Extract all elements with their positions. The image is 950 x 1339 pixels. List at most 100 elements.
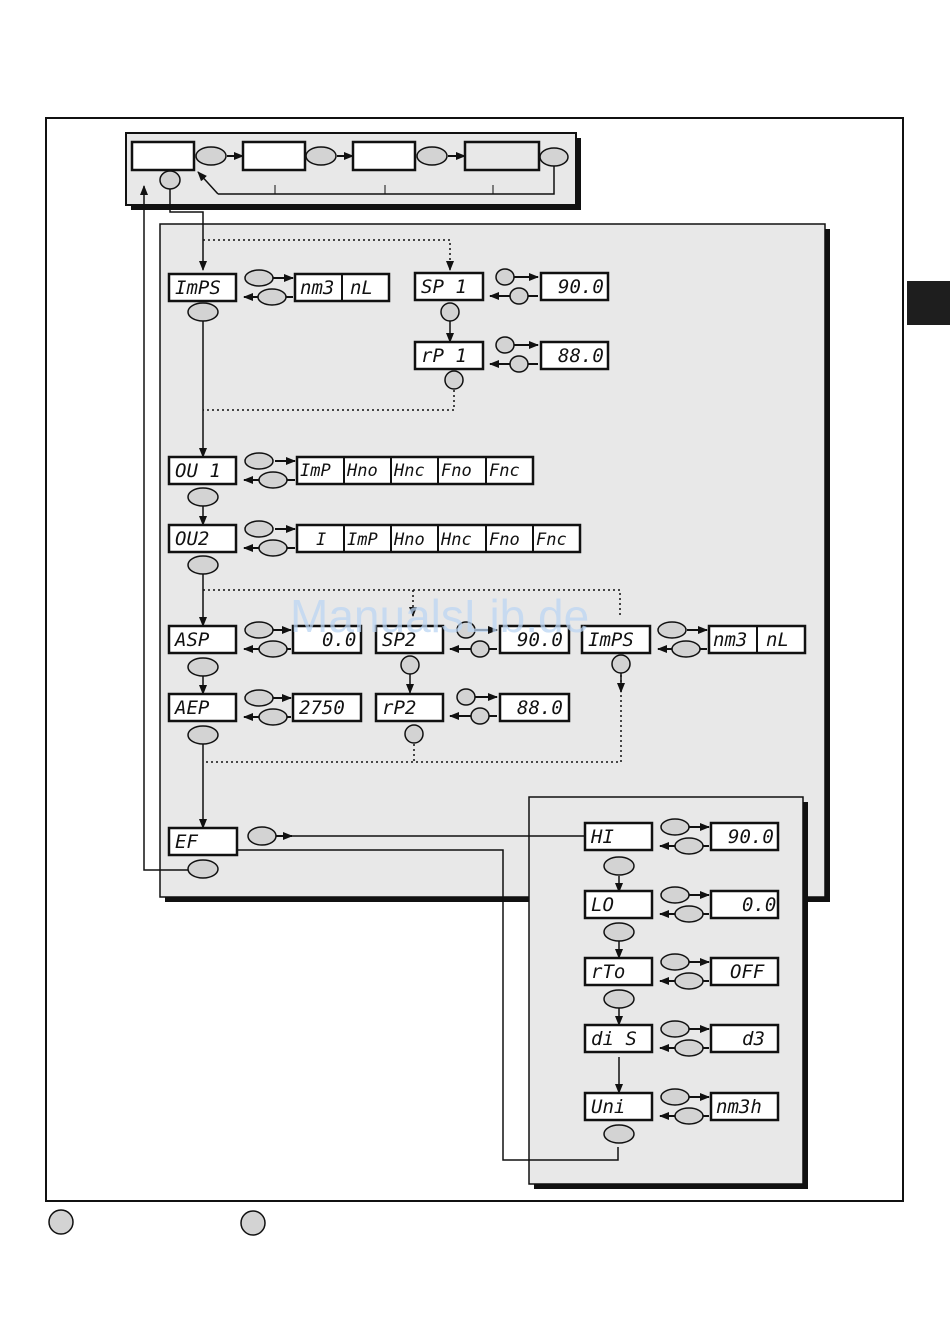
ou2-option-3: Hno [393, 530, 425, 550]
rto-button-up[interactable] [661, 954, 689, 970]
imps-2-option-nl: nL [766, 629, 789, 651]
top-button-4[interactable] [540, 148, 568, 166]
param-uni[interactable]: Uni [585, 1093, 652, 1120]
param-ou2-label: OU2 [175, 528, 209, 550]
aep-next-button[interactable] [188, 726, 218, 744]
ou1-button-up[interactable] [245, 453, 273, 469]
top-button-2[interactable] [306, 147, 336, 165]
ou1-button-down[interactable] [259, 472, 287, 488]
param-imps[interactable]: ImPS [169, 274, 236, 301]
ou2-button-down[interactable] [259, 540, 287, 556]
sp1-next-button[interactable] [441, 303, 459, 321]
imps-button-down[interactable] [258, 289, 286, 305]
rp2-next-button[interactable] [405, 725, 423, 743]
param-dis[interactable]: di S [585, 1025, 652, 1052]
asp-next-button[interactable] [188, 658, 218, 676]
uni-value: nm3h [716, 1096, 762, 1118]
section-tab [907, 281, 950, 325]
param-imps-2-label: ImPS [588, 629, 634, 651]
ou2-option-2: ImP [347, 530, 378, 550]
ou2-next-button[interactable] [188, 556, 218, 574]
param-sp1-label: SP 1 [421, 276, 467, 298]
lo-value: 0.0 [742, 894, 776, 916]
top-box-1 [132, 142, 194, 170]
rp2-button-down[interactable] [471, 708, 489, 724]
top-box-4 [465, 142, 539, 170]
uni-next-button[interactable] [604, 1125, 634, 1143]
rp1-next-button[interactable] [445, 371, 463, 389]
top-mode-bar [126, 133, 581, 210]
imps-next-button[interactable] [188, 303, 218, 321]
top-button-1[interactable] [196, 147, 226, 165]
sp2-next-button[interactable] [401, 656, 419, 674]
rto-button-down[interactable] [675, 973, 703, 989]
sp2-button-down[interactable] [471, 641, 489, 657]
aep-button-up[interactable] [245, 690, 273, 706]
param-lo[interactable]: LO [585, 891, 652, 918]
uni-button-up[interactable] [661, 1089, 689, 1105]
dis-button-down[interactable] [675, 1040, 703, 1056]
param-imps-label: ImPS [175, 277, 221, 299]
ou1-option-3: Hnc [393, 461, 425, 481]
ou1-option-1: ImP [300, 461, 331, 481]
param-ou2[interactable]: OU2 [169, 525, 236, 552]
ef-enter-button[interactable] [248, 827, 276, 845]
param-ou1[interactable]: OU 1 [169, 457, 236, 484]
param-rto-label: rTo [591, 961, 625, 983]
lo-button-down[interactable] [675, 906, 703, 922]
param-ou1-label: OU 1 [175, 460, 221, 482]
param-rp2[interactable]: rP2 [376, 694, 443, 721]
ou1-next-button[interactable] [188, 488, 218, 506]
ou1-option-5: Fnc [489, 461, 520, 481]
param-asp-label: ASP [174, 629, 210, 651]
lo-button-up[interactable] [661, 887, 689, 903]
ou2-option-4: Hnc [440, 530, 472, 550]
uni-button-down[interactable] [675, 1108, 703, 1124]
sp1-button-down[interactable] [510, 288, 528, 304]
rp1-button-down[interactable] [510, 356, 528, 372]
param-aep[interactable]: AEP [169, 694, 236, 721]
hi-button-up[interactable] [661, 819, 689, 835]
ou2-option-1: I [316, 530, 326, 550]
param-rp1[interactable]: rP 1 [415, 342, 483, 369]
param-rp2-label: rP2 [382, 697, 416, 719]
imps-button-up[interactable] [245, 270, 273, 286]
rp1-button-up[interactable] [496, 337, 514, 353]
asp-button-up[interactable] [245, 622, 273, 638]
top-box-3 [353, 142, 415, 170]
param-asp[interactable]: ASP [169, 626, 236, 653]
imps-2-button-down[interactable] [672, 641, 700, 657]
dis-button-up[interactable] [661, 1021, 689, 1037]
param-lo-label: LO [591, 894, 614, 916]
rp2-button-up[interactable] [457, 689, 475, 705]
ou2-option-5: Fno [489, 530, 520, 550]
imps-option-nl: nL [350, 277, 373, 299]
sp1-button-up[interactable] [496, 269, 514, 285]
dis-value: d3 [742, 1028, 765, 1050]
top-button-3[interactable] [417, 147, 447, 165]
rp2-value: 88.0 [517, 697, 563, 719]
param-sp1[interactable]: SP 1 [415, 273, 483, 300]
param-rto[interactable]: rTo [585, 958, 652, 985]
hi-next-button[interactable] [604, 857, 634, 875]
ou2-option-6: Fnc [536, 530, 567, 550]
ef-next-button[interactable] [188, 860, 218, 878]
imps-2-option-nm3: nm3 [713, 629, 747, 651]
hi-button-down[interactable] [675, 838, 703, 854]
imps-2-next-button[interactable] [612, 655, 630, 673]
sp1-value: 90.0 [558, 276, 604, 298]
aep-button-down[interactable] [259, 709, 287, 725]
imps-2-button-up[interactable] [658, 622, 686, 638]
ou2-button-up[interactable] [245, 521, 273, 537]
param-imps-2[interactable]: ImPS [582, 626, 650, 653]
param-ef[interactable]: EF [169, 828, 237, 855]
asp-button-down[interactable] [259, 641, 287, 657]
param-hi[interactable]: HI [585, 823, 652, 850]
rto-next-button[interactable] [604, 990, 634, 1008]
enter-menu-button[interactable] [160, 171, 180, 189]
lo-next-button[interactable] [604, 923, 634, 941]
top-box-2 [243, 142, 305, 170]
ou1-option-2: Hno [346, 461, 378, 481]
rto-value: OFF [730, 961, 765, 983]
